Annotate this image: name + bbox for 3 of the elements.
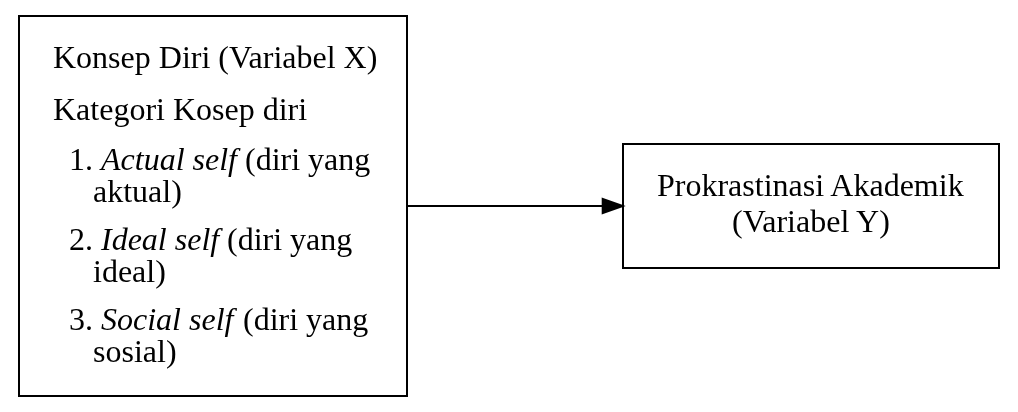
- node-box: Prokrastinasi Akademik (Variabel Y): [622, 143, 1000, 269]
- node-box: Konsep Diri (Variabel X) Kategori Kosep diri 1. Actual self (diri yang aktual) 2. Ideal self (diri yang ideal) 3. Social self (diri yang sosial): [18, 15, 408, 397]
- arrow: [406, 197, 626, 215]
